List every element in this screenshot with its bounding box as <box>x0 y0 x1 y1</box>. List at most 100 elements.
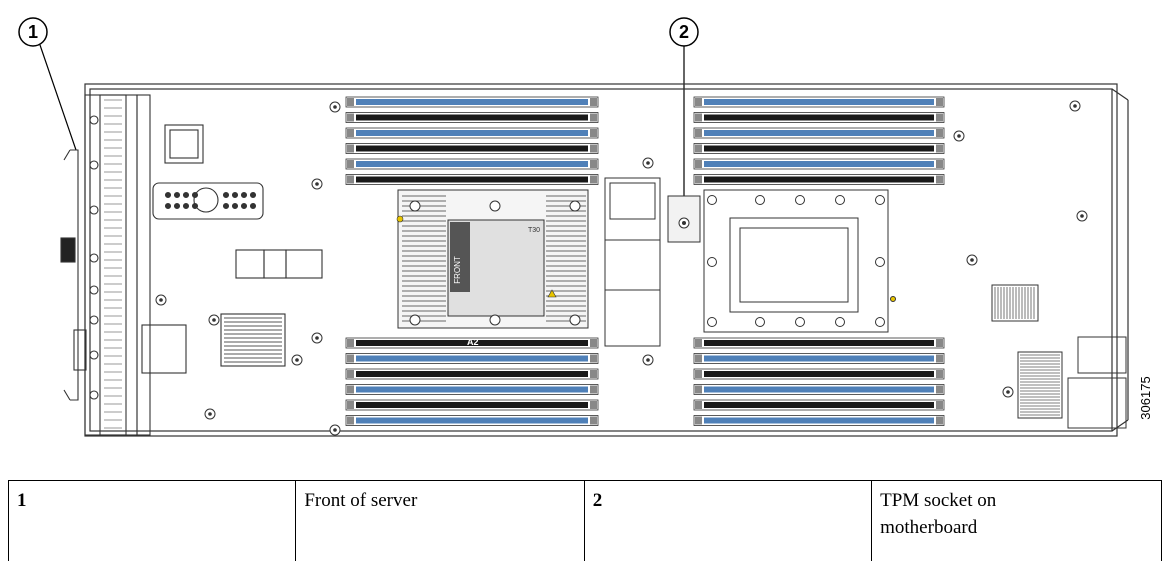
cpu2-screw <box>875 317 885 327</box>
tpm-socket <box>667 195 701 243</box>
mounting-screw-center <box>208 412 212 416</box>
dimm-latch <box>936 160 943 168</box>
cpu2-screw <box>795 195 805 205</box>
mounting-screw-center <box>1073 104 1077 108</box>
dimm-module <box>704 386 934 393</box>
figure-id: 306175 <box>1138 376 1153 419</box>
dimm-module <box>356 99 588 105</box>
legend-number-1: 1 <box>7 480 297 561</box>
dimm-latch <box>590 113 597 122</box>
dimm-latch <box>590 144 597 153</box>
dimm-latch <box>347 401 354 409</box>
dimm-module <box>356 114 588 121</box>
dimm-latch <box>590 339 597 347</box>
dimm-latch <box>695 144 702 153</box>
dimm-module <box>356 386 588 393</box>
mounting-screw-center <box>646 161 650 165</box>
dimm-latch <box>347 175 354 184</box>
mounting-screw-center <box>1006 390 1010 394</box>
cpu2-screw <box>875 257 885 267</box>
dimm-latch <box>936 385 943 394</box>
connector-pin <box>231 191 239 199</box>
left-components <box>141 124 323 374</box>
dimm-module <box>356 130 588 136</box>
dimm-module <box>704 176 934 183</box>
connector-pin <box>222 191 230 199</box>
dimm-module <box>704 161 934 167</box>
dimm-module <box>704 340 934 346</box>
dimm-latch <box>695 354 702 363</box>
front-screw <box>89 315 99 325</box>
dimm-module <box>704 355 934 362</box>
cpu2-screw <box>707 195 717 205</box>
dimm-latch <box>936 144 943 153</box>
dimm-latch <box>590 160 597 168</box>
cpu2-screw <box>835 317 845 327</box>
mounting-screw-center <box>1080 214 1084 218</box>
mounting-screw-center <box>315 182 319 186</box>
connector-pin <box>182 202 190 210</box>
dimm-module <box>356 417 588 424</box>
connector-pin <box>249 191 257 199</box>
dimm-latch <box>936 339 943 347</box>
dimm-module <box>356 371 588 377</box>
dimm-module <box>356 176 588 183</box>
mounting-screw-center <box>159 298 163 302</box>
dimm-module <box>704 130 934 136</box>
front-screw <box>89 115 99 125</box>
connector-pin <box>240 202 248 210</box>
dimm-module <box>356 355 588 362</box>
cpu2-screw <box>707 257 717 267</box>
dimm-latch <box>936 175 943 184</box>
connector-pin <box>249 202 257 210</box>
dimm-latch <box>347 385 354 394</box>
cpu2-screw <box>707 317 717 327</box>
connector-pin <box>173 191 181 199</box>
mounting-screw-center <box>333 105 337 109</box>
dimm-module <box>356 340 588 346</box>
heatsink-mark-t30: T30 <box>528 227 540 234</box>
connector-pin <box>182 191 190 199</box>
connector-pin <box>231 202 239 210</box>
dimm-module <box>356 402 588 408</box>
connector-pin <box>173 202 181 210</box>
dimm-module <box>704 417 934 424</box>
dimm-latch <box>347 113 354 122</box>
dimm-latch <box>590 385 597 394</box>
dimm-latch <box>347 370 354 378</box>
dimm-latch <box>347 98 354 106</box>
dimm-latch <box>695 113 702 122</box>
dimm-module <box>704 99 934 105</box>
connector-pin <box>240 191 248 199</box>
dimm-latch <box>347 160 354 168</box>
callout-1-number: 1 <box>28 22 38 42</box>
front-screw <box>89 205 99 215</box>
dimm-latch <box>695 385 702 394</box>
front-screw <box>89 160 99 170</box>
dimm-latch <box>590 354 597 363</box>
dimm-latch <box>590 129 597 137</box>
front-screw <box>89 350 99 360</box>
dimm-latch <box>936 354 943 363</box>
center-bracket <box>604 177 661 347</box>
dimm-latch <box>590 98 597 106</box>
dimm-latch <box>347 129 354 137</box>
dimm-latch <box>936 416 943 425</box>
dimm-latch <box>695 401 702 409</box>
dimm-latch <box>590 401 597 409</box>
dimm-latch <box>936 401 943 409</box>
dimm-latch <box>936 98 943 106</box>
dimm-latch <box>695 370 702 378</box>
dimm-latch <box>936 113 943 122</box>
dimm-module <box>356 145 588 152</box>
dimm-latch <box>347 354 354 363</box>
mounting-screw-center <box>295 358 299 362</box>
cpu2-socket <box>703 189 889 333</box>
cpu2-screw <box>755 195 765 205</box>
dimm-latch <box>695 339 702 347</box>
mounting-screw-center <box>315 336 319 340</box>
dimm-latch <box>936 370 943 378</box>
